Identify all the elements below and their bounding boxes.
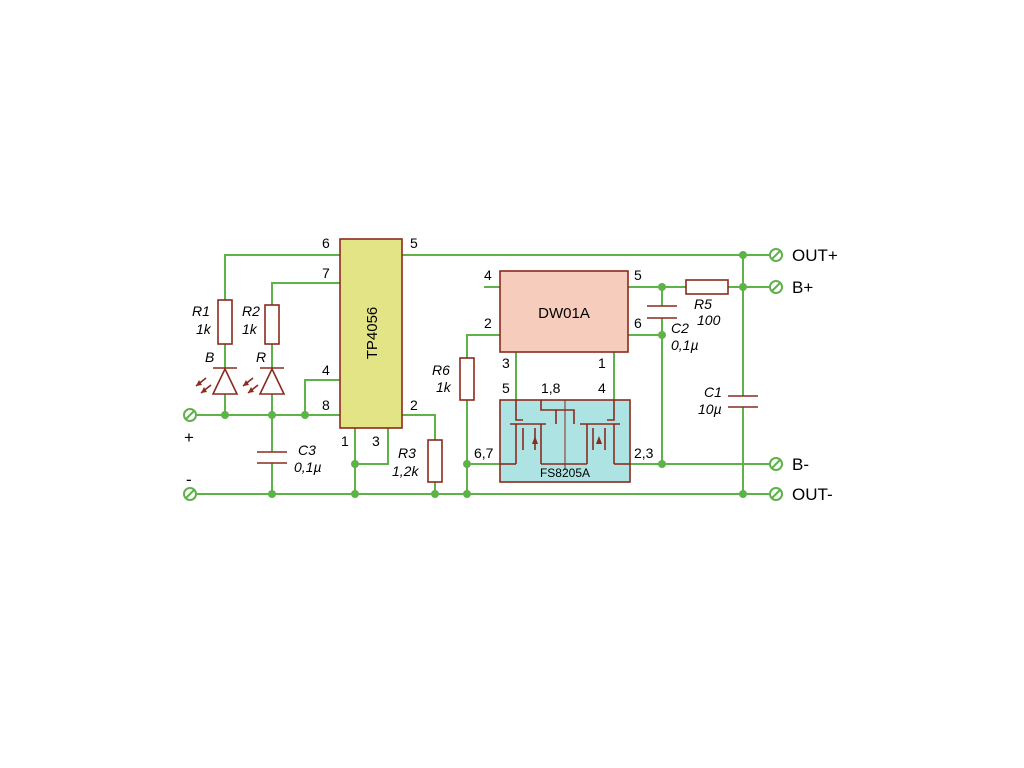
tp4056-pin-label: 1 <box>341 433 349 449</box>
resistor-value: 1k <box>242 321 258 337</box>
terminal-out-minus[interactable]: OUT- <box>769 485 833 504</box>
capacitor-ref: C3 <box>298 442 316 458</box>
junction-node <box>268 490 276 498</box>
resistor-value: 1k <box>436 379 452 395</box>
capacitor-c3: C3 0,1µ <box>257 442 322 475</box>
resistor-r5: R5 100 <box>685 279 729 328</box>
junction-node <box>221 411 229 419</box>
terminal-input-minus-label: - <box>186 470 192 489</box>
dw01a-pin-label: 5 <box>634 267 642 283</box>
junction-node <box>739 283 747 291</box>
fs8205a-pin-label: 1,8 <box>541 380 561 396</box>
tp4056-pin-label: 7 <box>322 265 330 281</box>
capacitor-value: 10µ <box>698 401 722 417</box>
dw01a-name: DW01A <box>538 305 590 322</box>
dw01a-chip: DW01A 4 5 2 6 3 1 <box>484 267 642 371</box>
fs8205a-pin-label: 2,3 <box>634 445 654 461</box>
tp4056-pin-label: 4 <box>322 362 330 378</box>
mosfet-icon <box>556 400 620 464</box>
junction-node <box>463 460 471 468</box>
terminal-out-plus[interactable]: OUT+ <box>769 246 838 265</box>
resistor-ref: R2 <box>242 303 260 319</box>
junction-node <box>658 331 666 339</box>
resistor-value: 1,2k <box>392 463 419 479</box>
junction-node <box>658 283 666 291</box>
resistor-r6: R6 1k <box>432 357 475 401</box>
fs8205a-pin-label: 4 <box>598 380 606 396</box>
led-blue: B <box>195 349 239 395</box>
junction-node <box>739 251 747 259</box>
resistor-ref: R5 <box>694 296 712 312</box>
terminal-out-minus-label: OUT- <box>792 485 833 504</box>
fs8205a-name: FS8205A <box>540 466 590 480</box>
led-red: R <box>242 349 286 395</box>
terminal-b-minus[interactable]: B- <box>769 455 809 474</box>
junction-node <box>658 460 666 468</box>
fs8205a-chip: 5 1,8 4 6,7 2,3 FS8205A <box>474 380 654 483</box>
tp4056-chip: TP4056 6 5 7 4 8 2 1 3 <box>322 235 418 449</box>
dw01a-pin-label: 6 <box>634 315 642 331</box>
junction-node <box>463 490 471 498</box>
led-ref: B <box>205 349 214 365</box>
capacitor-c2: C2 0,1µ <box>647 305 699 353</box>
junction-node <box>268 411 276 419</box>
terminal-input-minus[interactable]: - <box>183 470 197 501</box>
terminal-input-plus[interactable]: + <box>183 408 197 447</box>
junction-node <box>301 411 309 419</box>
capacitor-value: 0,1µ <box>671 337 699 353</box>
tp4056-pin-label: 3 <box>372 433 380 449</box>
tp4056-pin-label: 5 <box>410 235 418 251</box>
dw01a-pin-label: 4 <box>484 267 492 283</box>
terminal-out-plus-label: OUT+ <box>792 246 838 265</box>
terminal-b-minus-label: B- <box>792 455 809 474</box>
resistor-ref: R3 <box>398 445 416 461</box>
resistor-r1: R1 1k <box>192 299 233 345</box>
resistor-value: 1k <box>196 321 212 337</box>
capacitor-c1: C1 10µ <box>698 384 758 417</box>
junction-nodes <box>221 251 747 498</box>
terminal-input-plus-label: + <box>184 428 194 447</box>
dw01a-pin-label: 2 <box>484 315 492 331</box>
capacitor-value: 0,1µ <box>294 459 322 475</box>
resistor-ref: R6 <box>432 362 450 378</box>
dw01a-pin-label: 1 <box>598 355 606 371</box>
resistor-value: 100 <box>697 312 721 328</box>
resistor-ref: R1 <box>192 303 210 319</box>
tp4056-pin-label: 6 <box>322 235 330 251</box>
fs8205a-pin-label: 5 <box>502 380 510 396</box>
junction-node <box>351 490 359 498</box>
junction-node <box>431 490 439 498</box>
junction-node <box>351 460 359 468</box>
mosfet-icon <box>510 400 557 464</box>
tp4056-pin-label: 2 <box>410 397 418 413</box>
junction-node <box>739 490 747 498</box>
led-ref: R <box>256 349 266 365</box>
terminal-b-plus[interactable]: B+ <box>769 278 813 297</box>
terminal-b-plus-label: B+ <box>792 278 813 297</box>
capacitor-ref: C1 <box>704 384 722 400</box>
tp4056-pin-label: 8 <box>322 397 330 413</box>
tp4056-name: TP4056 <box>364 307 381 360</box>
dw01a-pin-label: 3 <box>502 355 510 371</box>
resistor-r2: R2 1k <box>242 303 280 345</box>
resistor-r3: R3 1,2k <box>392 439 443 483</box>
capacitor-ref: C2 <box>671 320 689 336</box>
fs8205a-pin-label: 6,7 <box>474 445 494 461</box>
